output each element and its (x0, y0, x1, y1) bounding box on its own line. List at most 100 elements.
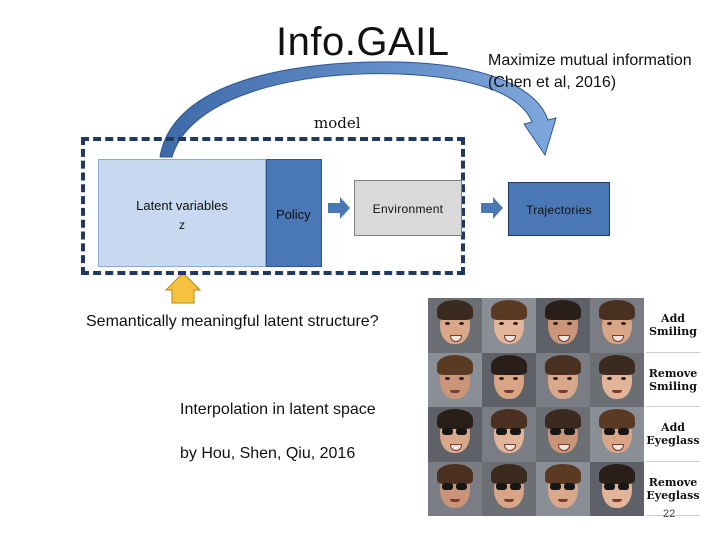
face-eye (459, 376, 464, 380)
environment-to-trajectories-arrow (481, 197, 503, 219)
eyeglass-lens (496, 428, 507, 435)
face-thumbnail (482, 298, 536, 353)
face-eye (499, 376, 504, 380)
face-hair (491, 409, 527, 429)
face-interpolation-grid (428, 298, 644, 516)
face-eye (513, 322, 518, 325)
face-row-label: Remove Eyeglass (646, 462, 700, 516)
mutual-info-note: Maximize mutual information (Chen et al,… (488, 50, 720, 94)
eyeglass-lens (550, 428, 561, 435)
face-hair (545, 354, 581, 375)
face-mouth (504, 389, 514, 393)
face-mouth (504, 498, 514, 502)
face-eye (499, 322, 504, 325)
face-thumbnail (590, 461, 644, 516)
face-thumbnail (536, 461, 590, 516)
face-eye (513, 376, 518, 380)
mutual-info-line1: Maximize mutual information (488, 52, 692, 69)
policy-label: Policy (276, 207, 311, 222)
eyeglass-lens (564, 428, 575, 435)
face-hair (437, 409, 473, 429)
face-thumbnail (428, 461, 482, 516)
interpolation-text: Interpolation in latent space (180, 401, 376, 418)
eyeglass-lens (496, 482, 507, 490)
eyeglass-lens (510, 428, 521, 435)
face-thumbnail (590, 407, 644, 462)
face-eye (567, 376, 572, 380)
semantic-question: Semantically meaningful latent structure… (86, 313, 379, 330)
face-hair (491, 300, 527, 320)
face-hair (545, 463, 581, 484)
face-eye (459, 322, 464, 325)
eyeglass-lens (456, 428, 467, 435)
face-thumbnail (428, 352, 482, 407)
slide-title: Info.GAIL (276, 20, 450, 64)
face-thumbnail (536, 298, 590, 353)
eyeglass-lens (564, 482, 575, 490)
environment-box: Environment (354, 180, 462, 236)
face-hair (599, 409, 635, 429)
face-hair (599, 300, 635, 320)
eyeglass-lens (618, 428, 629, 435)
eyeglass-lens (550, 482, 561, 490)
model-dashed-boundary (81, 137, 465, 275)
face-thumbnail (590, 352, 644, 407)
mutual-info-arc-arrow (159, 61, 557, 158)
policy-to-environment-arrow (328, 197, 350, 219)
face-eye (607, 322, 612, 325)
eyeglass-lens (442, 428, 453, 435)
face-eye (553, 376, 558, 380)
face-mouth (558, 498, 568, 502)
eyeglass-lens (510, 482, 521, 490)
face-mouth (450, 498, 460, 502)
face-hair (491, 354, 527, 375)
face-thumbnail (536, 352, 590, 407)
face-thumbnail (536, 407, 590, 462)
face-thumbnail (482, 352, 536, 407)
face-mouth (450, 389, 460, 393)
latent-z-label: z (179, 218, 185, 232)
face-thumbnail (428, 407, 482, 462)
face-mouth (612, 498, 622, 502)
eyeglass-lens (442, 482, 453, 490)
face-hair (491, 463, 527, 484)
face-hair (437, 300, 473, 320)
latent-variables-label: Latent variables (136, 198, 228, 213)
face-hair (599, 463, 635, 484)
trajectories-box: Trajectories (508, 182, 610, 236)
face-thumbnail (482, 407, 536, 462)
face-hair (599, 354, 635, 375)
eyeglass-lens (604, 482, 615, 490)
face-row-label: Add Smiling (646, 298, 700, 353)
face-thumbnail (590, 298, 644, 353)
face-eye (621, 322, 626, 325)
page-number: 22 (663, 508, 676, 520)
face-hair (437, 463, 473, 484)
face-eye (445, 376, 450, 380)
eyeglass-lens (456, 482, 467, 490)
latent-variables-box: Latent variables z (98, 159, 266, 267)
face-eye (607, 376, 612, 380)
face-mouth (612, 389, 622, 393)
face-eye (445, 322, 450, 325)
face-hair (545, 409, 581, 429)
face-thumbnail (428, 298, 482, 353)
citation-byline: by Hou, Shen, Qiu, 2016 (180, 445, 356, 462)
face-eye (621, 376, 626, 380)
face-row-label: Remove Smiling (646, 353, 700, 407)
eyeglass-lens (618, 482, 629, 490)
face-row-labels: Add Smiling Remove Smiling Add Eyeglass … (646, 298, 700, 516)
face-hair (437, 354, 473, 375)
mutual-info-line2: (Chen et al, 2016) (488, 74, 617, 91)
face-thumbnail (482, 461, 536, 516)
face-eye (553, 322, 558, 325)
face-row-label: Add Eyeglass (646, 407, 700, 462)
face-mouth (558, 389, 568, 393)
semantic-up-arrow (164, 272, 202, 304)
face-eye (567, 322, 572, 325)
model-label: model (314, 114, 361, 132)
eyeglass-lens (604, 428, 615, 435)
policy-box (266, 159, 322, 267)
face-hair (545, 300, 581, 320)
